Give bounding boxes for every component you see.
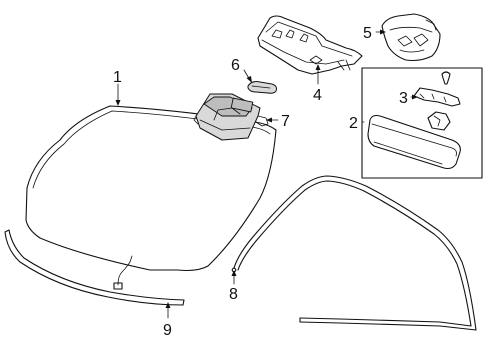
lower-molding-strip	[4, 229, 185, 306]
callout-5: 5	[363, 25, 372, 42]
mirror-clips	[413, 71, 461, 107]
callout-9: 9	[163, 322, 172, 339]
bracket-cover	[257, 15, 363, 75]
callout-7: 7	[281, 113, 290, 130]
small-clip	[247, 81, 277, 94]
callout-4: 4	[313, 87, 322, 104]
sensor-module	[193, 93, 269, 141]
windshield-glass	[25, 105, 277, 290]
rearview-mirror	[367, 111, 461, 170]
callout-6: 6	[231, 57, 240, 74]
windshield-weatherstrip	[231, 175, 477, 331]
mirror-assembly-box	[361, 67, 483, 179]
leader-lines	[115, 29, 418, 319]
callout-2: 2	[349, 115, 358, 132]
callout-3: 3	[399, 90, 408, 107]
mirror-mount-bracket	[381, 13, 441, 62]
callout-1: 1	[113, 69, 122, 86]
callout-8: 8	[229, 286, 238, 303]
